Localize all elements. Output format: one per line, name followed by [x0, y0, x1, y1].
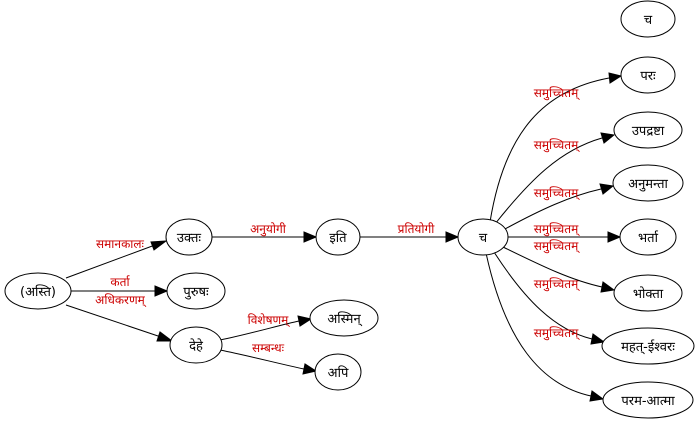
node-paramatma[interactable]: परम-आत्मा — [602, 381, 694, 419]
edge-ca-maheshvarah — [493, 251, 593, 340]
arrowhead-icon — [445, 231, 460, 243]
node-uktah[interactable]: उक्तः — [165, 218, 213, 256]
arrowhead-icon — [154, 285, 169, 297]
arrowhead-icon — [607, 231, 622, 243]
node-label-uktah: उक्तः — [177, 231, 202, 246]
arrowhead-icon — [297, 315, 313, 327]
node-api[interactable]: अपि — [314, 353, 362, 391]
node-label-anumanta: अनुमन्ता — [628, 177, 668, 192]
node-label-asti: (अस्ति) — [20, 284, 56, 300]
node-purushah[interactable]: पुरुषः — [166, 272, 226, 310]
edge-labels: समानकालः कर्ता अधिकरणम् अनुयोगी प्रतियोग… — [95, 86, 580, 355]
arrowhead-icon — [600, 132, 616, 144]
edge-label-ca-bharta: समुच्चितम् — [534, 222, 581, 237]
node-asmin[interactable]: अस्मिन् — [309, 299, 379, 337]
arrowhead-icon — [156, 331, 174, 342]
edge-label-dehe-api: सम्बन्धः — [252, 341, 285, 355]
node-label-maheshvarah: महत्-ईश्वरः — [621, 339, 675, 355]
edge-label-dehe-asmin: विशेषणम् — [248, 313, 291, 328]
edge-dehe-asmin — [219, 320, 300, 341]
edge-label-ca-bhokta: समुच्चितम् — [534, 239, 581, 254]
edge-label-ca-parah: समुच्चितम् — [534, 86, 581, 101]
node-label-ca-main: च — [479, 231, 488, 246]
edge-label-uktah-iti: अनुयोगी — [250, 222, 287, 237]
edge-label-asti-uktah: समानकालः — [96, 237, 145, 251]
node-anumanta[interactable]: अनुमन्ता — [612, 164, 684, 202]
edge-asti-uktah — [65, 244, 156, 279]
node-label-api: अपि — [328, 365, 349, 381]
node-label-ca-top: च — [644, 13, 653, 28]
node-asti[interactable]: (अस्ति) — [4, 272, 72, 310]
arrowhead-icon — [600, 281, 616, 293]
arrowhead-icon — [303, 231, 318, 243]
edge-ca-bhokta — [502, 246, 603, 288]
arrowhead-icon — [590, 333, 606, 345]
edge-ca-anumanta — [504, 188, 602, 230]
edge-label-ca-anumanta: समुच्चितम् — [534, 186, 581, 201]
node-bharta[interactable]: भर्ता — [619, 218, 677, 256]
node-maheshvarah[interactable]: महत्-ईश्वरः — [601, 327, 695, 365]
arrowhead-icon — [150, 240, 168, 251]
edge-ca-paramatma — [485, 252, 592, 397]
arrowhead-icon — [599, 183, 615, 195]
edge-ca-parah — [489, 77, 610, 223]
edge-label-iti-ca: प्रतियोगी — [398, 222, 436, 236]
node-label-dehe: देहे — [189, 338, 204, 354]
edge-ca-upadrashta — [494, 137, 603, 225]
node-dehe[interactable]: देहे — [169, 326, 223, 364]
node-label-parah: परः — [640, 69, 656, 84]
edge-label-asti-dehe: अधिकरणम् — [95, 293, 147, 308]
edges — [65, 72, 623, 402]
arrowhead-icon — [302, 363, 318, 375]
edge-asti-dehe — [65, 304, 162, 338]
edge-label-ca-paramatma: समुच्चितम् — [534, 326, 581, 341]
node-parah[interactable]: परः — [620, 56, 676, 94]
node-label-asmin: अस्मिन् — [327, 311, 362, 327]
node-ca-top[interactable]: च — [620, 0, 676, 38]
node-upadrashta[interactable]: उपद्रष्टा — [613, 111, 683, 149]
nodes: (अस्ति) उक्तः पुरुषः देहे इति च अस्मिन् — [4, 0, 695, 419]
node-label-bharta: भर्ता — [638, 230, 659, 246]
edge-dehe-api — [219, 349, 305, 370]
arrowhead-icon — [608, 72, 623, 84]
node-iti[interactable]: इति — [315, 218, 361, 256]
edge-label-ca-maheshvarah: समुच्चितम् — [534, 277, 581, 292]
node-label-iti: इति — [329, 230, 347, 246]
node-bhokta[interactable]: भोक्ता — [613, 274, 683, 312]
node-label-bhokta: भोक्ता — [633, 286, 664, 302]
node-label-paramatma: परम-आत्मा — [621, 394, 675, 409]
node-label-upadrashta: उपद्रष्टा — [632, 124, 665, 139]
arrowhead-icon — [589, 390, 605, 402]
node-ca-main[interactable]: च — [457, 218, 509, 256]
edge-label-ca-upadrashta: समुच्चितम् — [534, 138, 581, 153]
edge-label-asti-purushah: कर्ता — [110, 275, 130, 289]
node-label-purushah: पुरुषः — [183, 285, 209, 300]
